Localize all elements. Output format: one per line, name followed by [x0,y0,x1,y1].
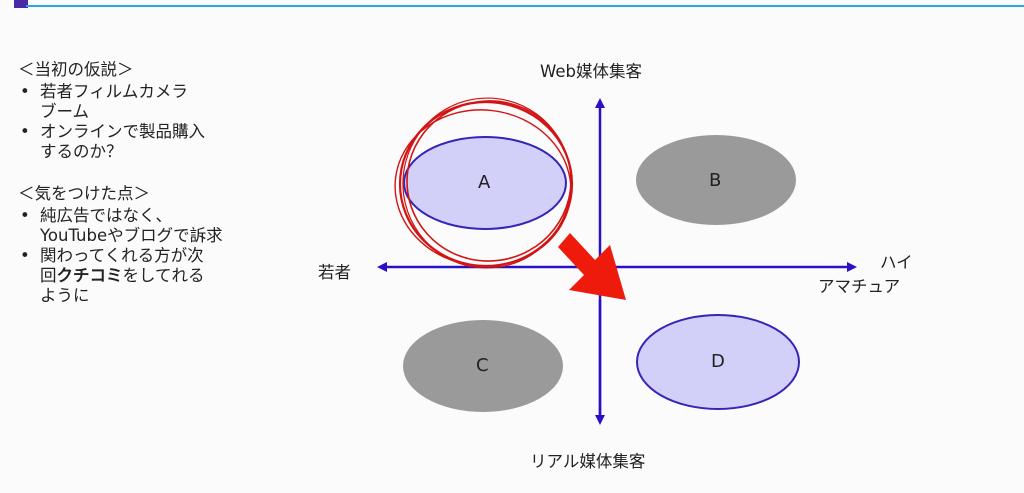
caution-item: 純広告ではなく、 YouTubeやブログで訴求 [18,206,268,246]
quadrant-c-label: C [476,355,489,376]
caution-list: 純広告ではなく、 YouTubeやブログで訴求 関わってくれる方が次 回クチコミ… [18,206,268,306]
quadrant-b-label: B [709,170,722,191]
hypothesis-list: 若者フィルムカメラ ブーム オンラインで製品購入 するのか？ [18,82,268,162]
title-rule-line [26,5,1024,7]
axis-label-top: Web媒体集客 [540,62,642,81]
caution-item: 関わってくれる方が次 回クチコミをしてれる ように [18,246,268,306]
caution-text: 回クチコミをしてれる [40,266,268,286]
quadrant-c-ellipse [403,320,563,412]
caution-text: 純広告ではなく、 [40,206,172,225]
caution-text-part: 回 [40,266,57,285]
axis-label-bottom: リアル媒体集客 [530,452,646,471]
caution-text-part: をしてれる [122,266,205,285]
hypothesis-heading: ＜当初の仮説＞ [18,60,134,79]
caution-text: ように [40,286,90,305]
hypothesis-text: ブーム [40,102,90,121]
word-of-mouth-emphasis: クチコミ [56,266,123,285]
quadrant-d-ellipse [636,314,800,410]
notes-panel: ＜当初の仮説＞ 若者フィルムカメラ ブーム オンラインで製品購入 するのか？ ＜… [18,60,268,306]
axis-label-right-line: ハイ [880,253,913,272]
axis-label-right-line: アマチュア [818,277,901,296]
quadrant-d-label: D [711,351,725,372]
quadrant-b-ellipse [636,135,796,225]
caution-heading: ＜気をつけた点＞ [18,184,150,203]
quadrant-a-ellipse [403,136,567,230]
hypothesis-text: オンラインで製品購入 [40,122,205,141]
quadrant-a-label: A [478,172,491,193]
caution-text: 関わってくれる方が次 [40,246,204,265]
shift-arrow [558,233,626,300]
title-rule-marker [14,0,28,8]
hypothesis-item: 若者フィルムカメラ ブーム [18,82,268,122]
title-rule [0,0,1024,8]
hypothesis-item: オンラインで製品購入 するのか？ [18,122,268,162]
caution-text: YouTubeやブログで訴求 [40,226,223,245]
hypothesis-text: するのか？ [40,142,123,161]
hand-drawn-circle [394,97,574,269]
axis-label-right: ハイ アマチュア [818,251,913,299]
hypothesis-text: 若者フィルムカメラ [40,82,188,101]
axis-label-left: 若者 [318,263,351,282]
